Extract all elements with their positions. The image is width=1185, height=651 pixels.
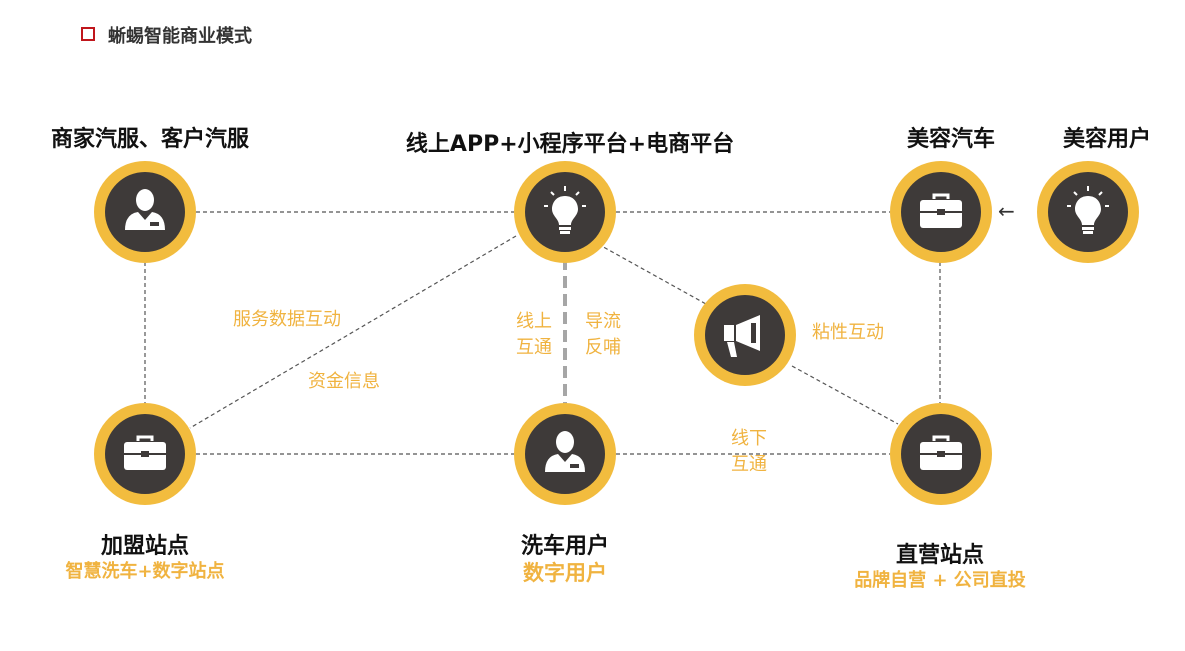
node-direct-title: 直营站点 <box>895 543 985 568</box>
node-direct-subtitle: 品牌自营 + 公司直投 <box>854 570 1026 591</box>
edge-label-guide-line1: 导流 <box>585 311 621 332</box>
lightbulb-icon <box>1067 186 1109 234</box>
node-platform-title: 线上APP+小程序平台+电商平台 <box>405 132 735 157</box>
briefcase-icon <box>920 435 962 470</box>
person-icon <box>545 431 585 472</box>
edge-label-guide-feedback: 导流 反哺 <box>573 309 633 361</box>
left-arrow-icon: ← <box>998 199 1015 223</box>
edge-platform-megaphone <box>597 243 707 305</box>
node-platform <box>514 161 616 263</box>
edge-label-funds-info: 资金信息 <box>308 371 380 392</box>
edge-label-sticky-interact: 粘性互动 <box>812 322 884 343</box>
node-beauty-user <box>1037 161 1139 263</box>
edge-label-service-data: 服务数据互动 <box>233 309 341 330</box>
edge-label-offline-line1: 线下 <box>731 428 767 449</box>
node-direct <box>890 403 992 505</box>
edge-megaphone-direct <box>791 365 899 425</box>
node-merchant-title: 商家汽服、客户汽服 <box>50 127 250 152</box>
node-merchant <box>94 161 196 263</box>
edge-label-online-line2: 互通 <box>516 337 552 358</box>
node-franchise-title: 加盟站点 <box>100 534 190 559</box>
megaphone-icon <box>724 315 760 357</box>
briefcase-icon <box>920 193 962 228</box>
edge-label-guide-line2: 反哺 <box>585 337 621 358</box>
node-megaphone <box>694 284 796 386</box>
edge-platform-franchise <box>189 235 517 429</box>
briefcase-icon <box>124 435 166 470</box>
node-beauty-car-title: 美容汽车 <box>906 127 996 152</box>
page-title: 蜥蜴智能商业模式 <box>108 26 252 47</box>
lightbulb-icon <box>544 186 586 234</box>
person-icon <box>125 189 165 230</box>
edge-label-offline-interact: 线下 互通 <box>719 426 779 478</box>
edge-label-online-line1: 线上 <box>516 311 552 332</box>
edge-label-online-interact: 线上 互通 <box>504 309 564 361</box>
node-franchise-subtitle: 智慧洗车+数字站点 <box>65 561 225 582</box>
node-franchise <box>94 403 196 505</box>
node-wash-user-subtitle: 数字用户 <box>523 561 607 585</box>
node-wash-user <box>514 403 616 505</box>
edge-label-offline-line2: 互通 <box>731 454 767 475</box>
node-beauty-car <box>890 161 992 263</box>
node-beauty-user-title: 美容用户 <box>1062 127 1152 152</box>
node-wash-user-title: 洗车用户 <box>520 534 610 559</box>
header-marker <box>81 27 95 41</box>
